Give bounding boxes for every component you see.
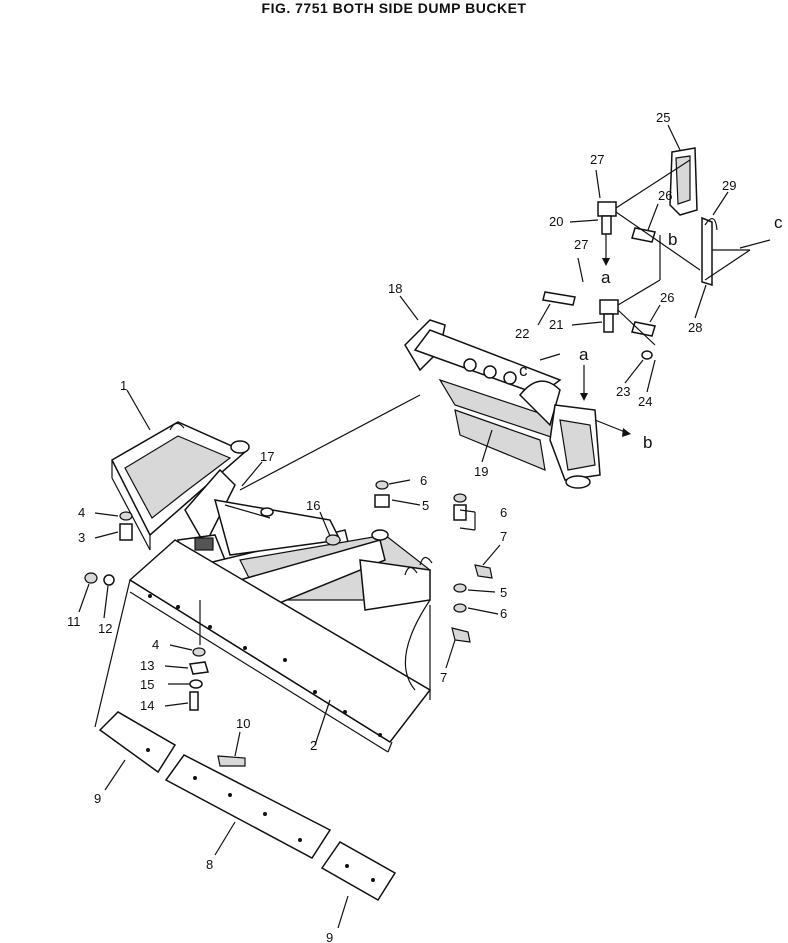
callout-17: 17 (260, 449, 274, 464)
callout-11: 11 (67, 614, 81, 629)
callout-5: 5 (422, 498, 429, 513)
callout-26: 26 (660, 290, 674, 305)
reference-letters: a a b b c c (519, 213, 783, 452)
callout-25: 25 (656, 110, 670, 125)
callout-10: 10 (236, 716, 250, 731)
bucket-blade (128, 539, 432, 753)
ref-letter-b: b (668, 230, 677, 249)
ref-letter-c: c (774, 213, 783, 232)
leader-lines (78, 124, 729, 929)
callout-labels: 1 2 3 4 4 5 5 6 6 6 7 7 8 9 9 10 11 12 1… (67, 110, 736, 943)
callout-7: 7 (440, 670, 447, 685)
ref-letter-c: c (519, 361, 528, 380)
callout-20: 20 (549, 214, 563, 229)
callout-15: 15 (140, 677, 154, 692)
figure-title: FIG. 7751 BOTH SIDE DUMP BUCKET (261, 0, 527, 16)
ref-letter-a: a (601, 268, 611, 287)
callout-21: 21 (549, 317, 563, 332)
hardware (84, 480, 493, 767)
callout-2: 2 (310, 738, 317, 753)
callout-3: 3 (78, 530, 85, 545)
callout-26: 26 (658, 188, 672, 203)
callout-8: 8 (206, 857, 213, 872)
callout-23: 23 (616, 384, 630, 399)
callout-4: 4 (78, 505, 85, 520)
callout-4: 4 (152, 637, 159, 652)
ref-letter-a: a (579, 345, 589, 364)
top-linkage (539, 147, 771, 437)
callout-7: 7 (500, 529, 507, 544)
hinge-assembly (239, 319, 601, 491)
callout-16: 16 (306, 498, 320, 513)
callout-6: 6 (420, 473, 427, 488)
callout-1: 1 (120, 378, 127, 393)
callout-5: 5 (500, 585, 507, 600)
cutting-edges (94, 579, 397, 902)
callout-12: 12 (98, 621, 112, 636)
ref-letter-b: b (643, 433, 652, 452)
callout-13: 13 (140, 658, 154, 673)
callout-19: 19 (474, 464, 488, 479)
callout-9: 9 (326, 930, 333, 943)
callout-6: 6 (500, 505, 507, 520)
callout-29: 29 (722, 178, 736, 193)
callout-18: 18 (388, 281, 402, 296)
callout-28: 28 (688, 320, 702, 335)
callout-24: 24 (638, 394, 652, 409)
callout-27: 27 (574, 237, 588, 252)
callout-6: 6 (500, 606, 507, 621)
callout-14: 14 (140, 698, 154, 713)
callout-9: 9 (94, 791, 101, 806)
callout-27: 27 (590, 152, 604, 167)
callout-22: 22 (515, 326, 529, 341)
